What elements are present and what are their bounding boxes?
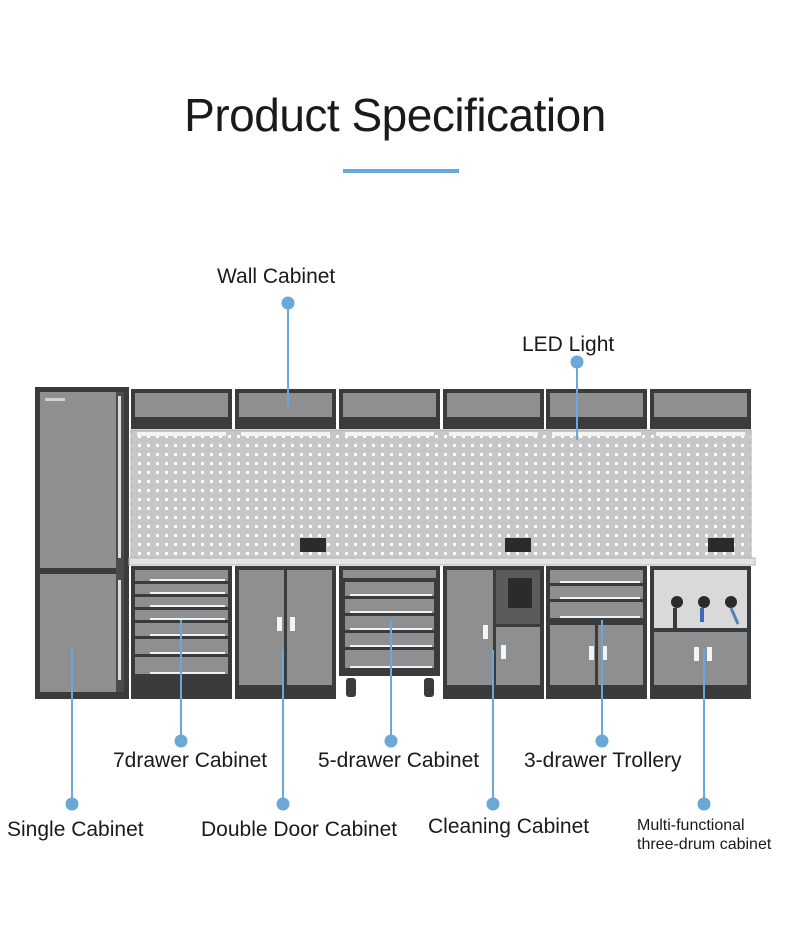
label-5drawer-cabinet: 5-drawer Cabinet [318,749,480,772]
pegboard [131,430,751,560]
wall-cabinets [131,389,751,436]
five-drawer-cabinet [339,566,440,697]
power-sockets [300,538,734,552]
double-door-cabinet [235,566,336,699]
callout-dots [65,296,711,811]
label-multi-line1: Multi-functional [637,817,745,834]
label-7drawer-cabinet: 7drawer Cabinet [113,749,268,772]
title-underline [343,169,459,173]
multi-functional-cabinet [650,566,751,699]
single-cabinet [35,387,129,699]
label-multi-functional: Multi-functional three-drum cabinet [637,816,771,854]
label-multi-line2: three-drum cabinet [637,836,772,853]
label-led-light: LED Light [522,333,615,356]
three-drawer-cabinet [546,566,647,699]
label-single-cabinet: Single Cabinet [7,818,144,841]
label-cleaning-cabinet: Cleaning Cabinet [428,815,590,838]
label-3drawer-trollery: 3-drawer Trollery [524,749,682,772]
label-wall-cabinet: Wall Cabinet [217,265,336,288]
label-double-door-cabinet: Double Door Cabinet [201,818,398,841]
callout-leaders [71,303,705,804]
page-title: Product Specification [184,89,606,141]
worktop [128,557,756,566]
